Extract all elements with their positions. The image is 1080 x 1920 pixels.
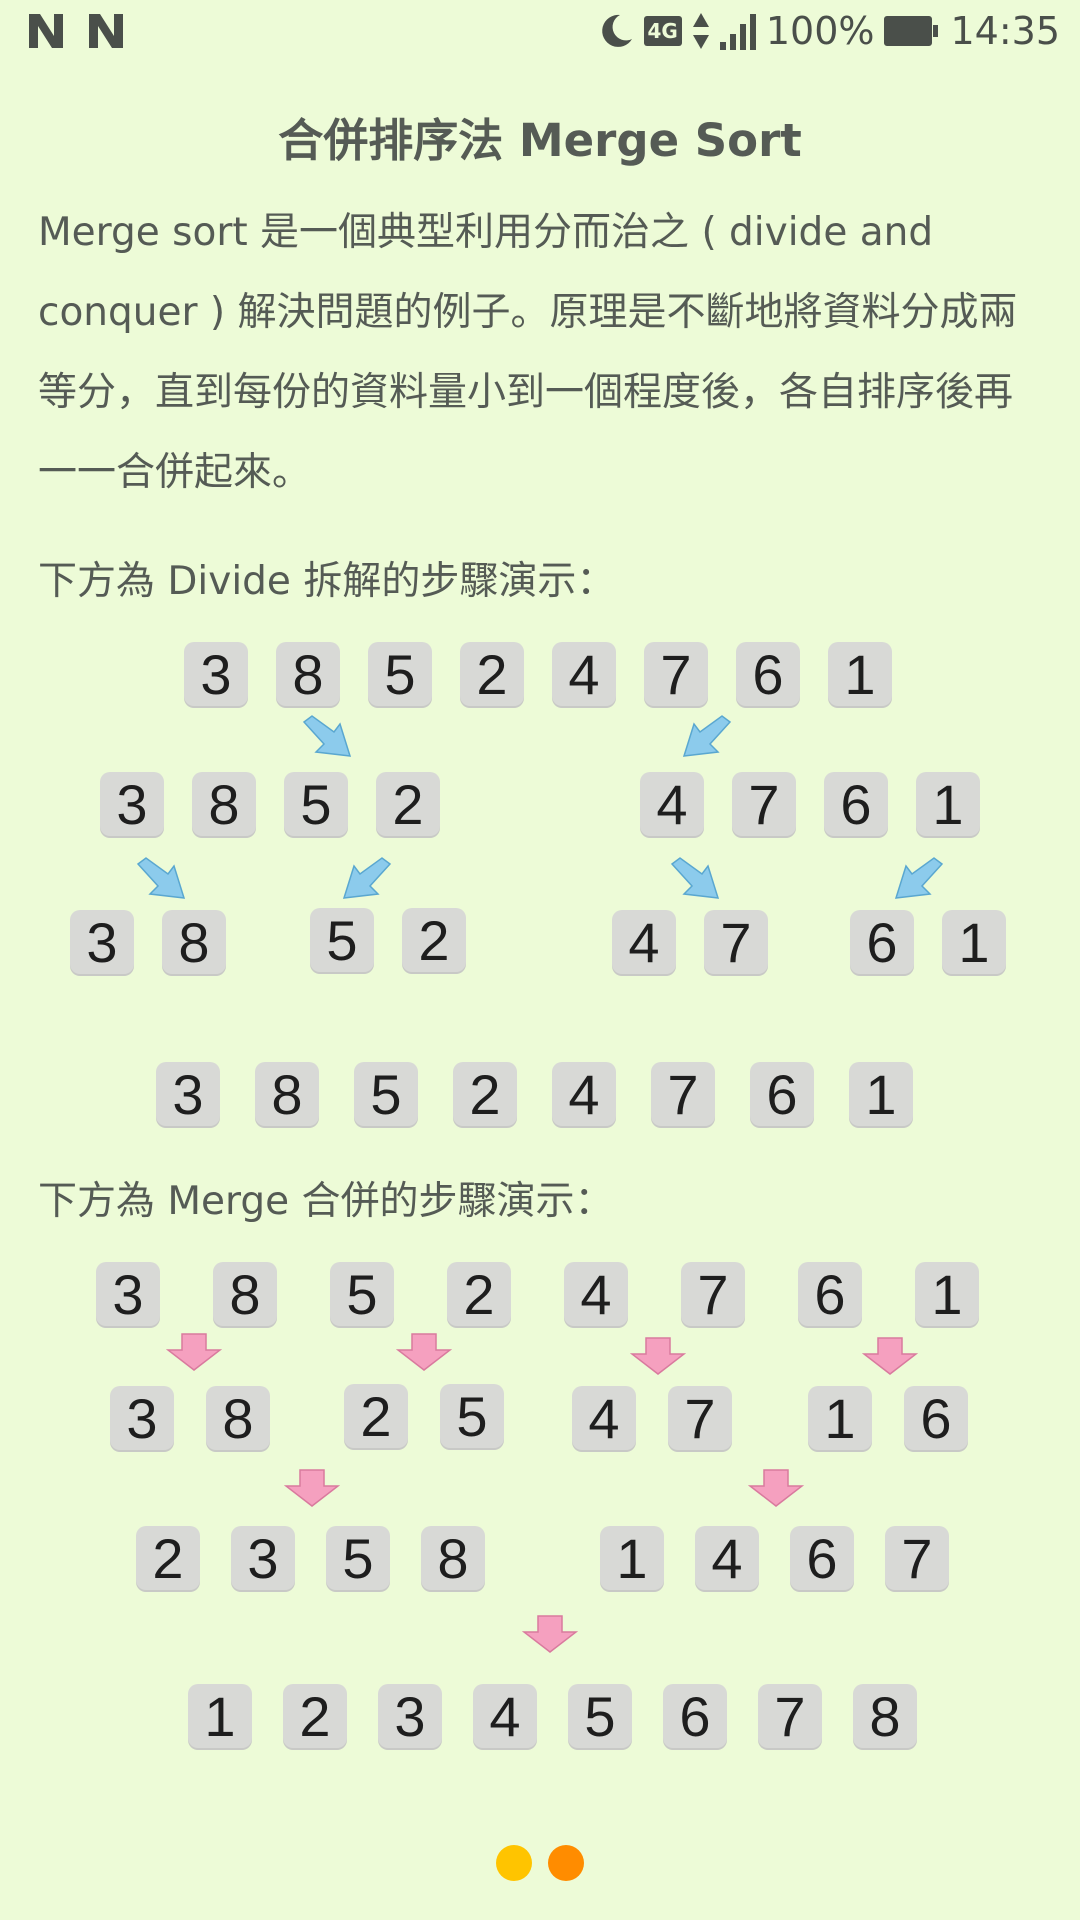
battery-icon	[884, 16, 939, 46]
divide-arrow-icon	[338, 854, 394, 900]
divide-arrow-icon	[678, 712, 734, 758]
number-tile: 3	[100, 772, 164, 836]
number-tile: 3	[70, 910, 134, 974]
number-tile: 6	[663, 1684, 727, 1748]
network-4g-icon: 4G	[643, 16, 682, 46]
page-dot-active[interactable]	[496, 1845, 532, 1881]
number-tile: 8	[276, 642, 340, 706]
number-tile: 7	[704, 910, 768, 974]
number-tile: 8	[255, 1062, 319, 1126]
number-tile: 1	[915, 1262, 979, 1326]
divide-arrow-icon	[134, 854, 190, 900]
number-tile: 5	[284, 772, 348, 836]
number-tile: 2	[460, 642, 524, 706]
intro-paragraph: Merge sort 是一個典型利用分而治之 ( divide and conq…	[38, 210, 1018, 495]
merge-section-label: 下方為 Merge 合併的步驟演示：	[38, 1179, 614, 1224]
page-dot[interactable]	[548, 1845, 584, 1881]
number-tile: 6	[790, 1526, 854, 1590]
number-tile: 2	[136, 1526, 200, 1590]
number-tile: 7	[651, 1062, 715, 1126]
number-tile: 6	[904, 1386, 968, 1450]
number-tile: 5	[354, 1062, 418, 1126]
number-tile: 1	[828, 642, 892, 706]
number-tile: 1	[942, 910, 1006, 974]
number-tile: 8	[192, 772, 256, 836]
merge-arrow-icon	[862, 1336, 918, 1376]
battery-percent: 100%	[765, 9, 875, 53]
number-tile: 4	[695, 1526, 759, 1590]
number-tile: 1	[849, 1062, 913, 1126]
n-notification-icon	[29, 14, 63, 48]
number-tile: 5	[326, 1526, 390, 1590]
number-tile: 4	[552, 642, 616, 706]
number-tile: 3	[231, 1526, 295, 1590]
number-tile: 1	[188, 1684, 252, 1748]
number-tile: 8	[206, 1386, 270, 1450]
moon-icon	[601, 14, 632, 47]
merge-arrow-icon	[396, 1332, 452, 1372]
merge-arrow-icon	[284, 1468, 340, 1508]
number-tile: 2	[376, 772, 440, 836]
number-tile: 7	[668, 1386, 732, 1450]
number-tile: 5	[568, 1684, 632, 1748]
status-bar: 4G 100% 14:35	[0, 0, 1080, 62]
number-tile: 8	[213, 1262, 277, 1326]
page-indicator	[0, 1845, 1080, 1881]
merge-arrow-icon	[166, 1332, 222, 1372]
number-tile: 6	[850, 910, 914, 974]
number-tile: 4	[473, 1684, 537, 1748]
number-tile: 4	[612, 910, 676, 974]
number-tile: 8	[162, 910, 226, 974]
number-tile: 6	[750, 1062, 814, 1126]
number-tile: 2	[344, 1384, 408, 1448]
number-tile: 1	[916, 772, 980, 836]
number-tile: 7	[732, 772, 796, 836]
number-tile: 3	[96, 1262, 160, 1326]
number-tile: 6	[798, 1262, 862, 1326]
number-tile: 2	[283, 1684, 347, 1748]
number-tile: 5	[440, 1384, 504, 1448]
page-title: 合併排序法 Merge Sort	[278, 114, 802, 167]
number-tile: 2	[402, 908, 466, 972]
number-tile: 8	[853, 1684, 917, 1748]
divide-arrow-icon	[668, 854, 724, 900]
number-tile: 1	[600, 1526, 664, 1590]
number-tile: 4	[640, 772, 704, 836]
number-tile: 5	[330, 1262, 394, 1326]
number-tile: 3	[184, 642, 248, 706]
number-tile: 4	[572, 1386, 636, 1450]
number-tile: 7	[681, 1262, 745, 1326]
number-tile: 5	[310, 908, 374, 972]
number-tile: 3	[156, 1062, 220, 1126]
signal-icon	[719, 14, 756, 50]
number-tile: 7	[644, 642, 708, 706]
divide-section-label: 下方為 Divide 拆解的步驟演示：	[38, 559, 616, 604]
merge-arrow-icon	[630, 1336, 686, 1376]
number-tile: 7	[885, 1526, 949, 1590]
clock: 14:35	[950, 9, 1060, 53]
number-tile: 8	[421, 1526, 485, 1590]
number-tile: 6	[736, 642, 800, 706]
number-tile: 2	[447, 1262, 511, 1326]
merge-arrow-icon	[522, 1614, 578, 1654]
n-notification-icon	[89, 14, 123, 48]
number-tile: 4	[552, 1062, 616, 1126]
number-tile: 1	[808, 1386, 872, 1450]
number-tile: 3	[110, 1386, 174, 1450]
number-tile: 3	[378, 1684, 442, 1748]
number-tile: 5	[368, 642, 432, 706]
number-tile: 4	[564, 1262, 628, 1326]
divide-arrow-icon	[890, 854, 946, 900]
merge-arrow-icon	[748, 1468, 804, 1508]
data-arrows-icon	[692, 13, 709, 49]
number-tile: 6	[824, 772, 888, 836]
number-tile: 2	[453, 1062, 517, 1126]
number-tile: 7	[758, 1684, 822, 1748]
divide-arrow-icon	[300, 712, 356, 758]
